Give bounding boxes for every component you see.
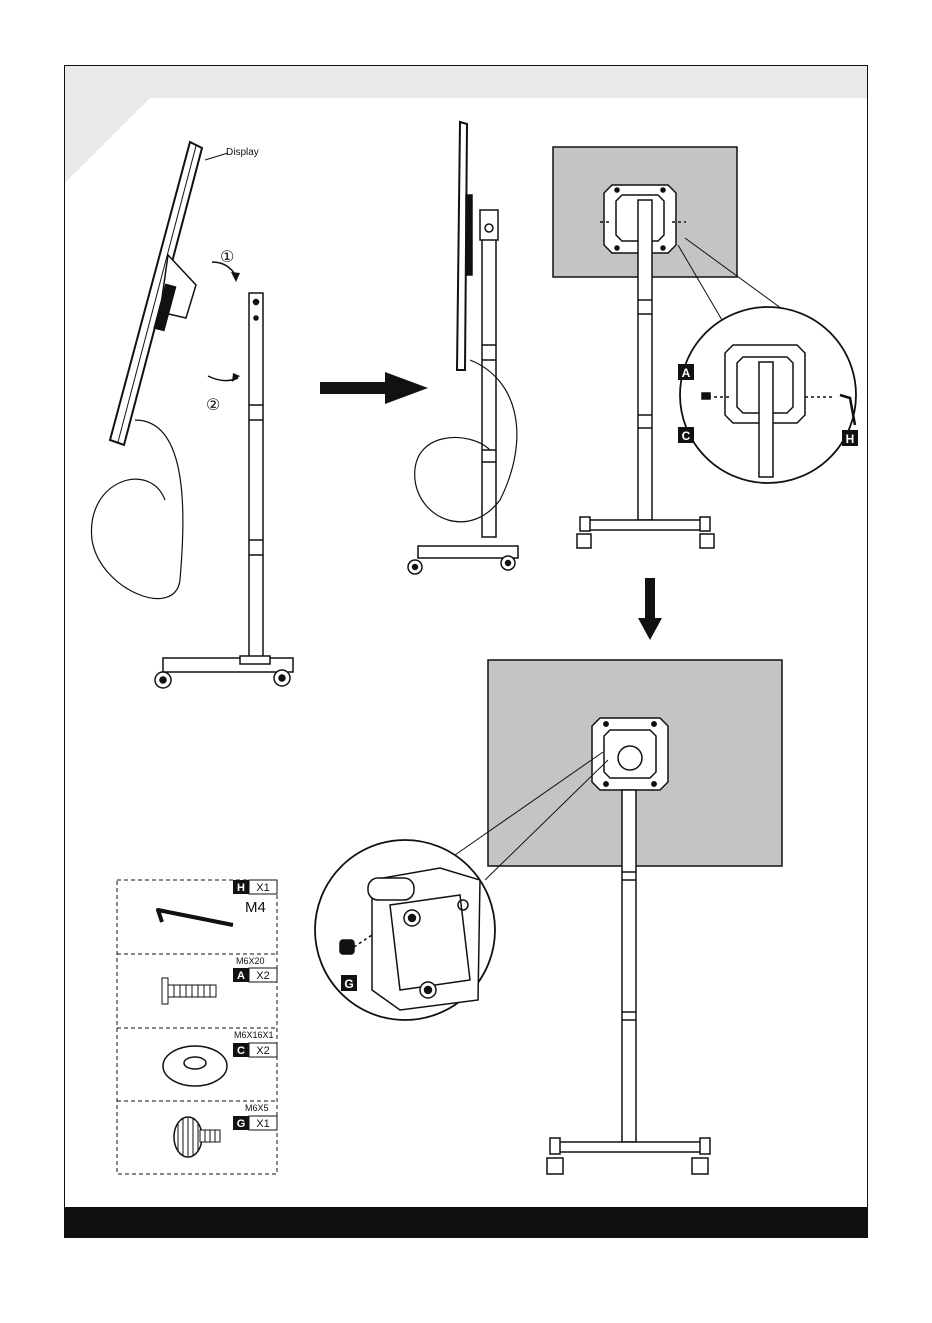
parts-list: H X1 M4 M6X20 A X2 M6X16X1 C [117,880,277,1174]
svg-text:X1: X1 [256,882,269,894]
stand-base-step2-front [585,520,705,530]
stand-base-step1 [163,658,293,672]
next-step-arrow-down [638,578,662,640]
svg-text:A: A [237,970,245,982]
washer-icon [163,1046,227,1086]
stand-pole-step3 [622,790,636,1142]
svg-text:G: G [237,1118,246,1130]
svg-text:H: H [846,432,855,446]
step2-side-group [408,122,518,574]
stand-base-step3 [555,1142,705,1152]
step1-group [91,142,293,688]
stand-pole-step1 [249,293,263,658]
part-row-A: M6X20 A X2 [162,956,277,1004]
callout-G-step3: G [341,975,357,991]
svg-text:M6X16X1: M6X16X1 [234,1030,274,1040]
svg-text:X2: X2 [256,1045,269,1057]
callout-A-step2: A [678,364,694,380]
svg-text:C: C [682,429,691,443]
callout-H-step2: H [842,430,858,446]
hex-key-icon [158,910,233,925]
arrow-1-label: ① [220,249,234,266]
svg-text:X2: X2 [256,970,269,982]
part-row-H: H X1 M4 [158,880,277,925]
next-step-arrow-right [320,372,428,404]
corner-fold [65,98,150,183]
svg-text:C: C [237,1045,245,1057]
bolt-icon [162,978,216,1004]
display-label: Display [226,147,259,158]
svg-text:X1: X1 [256,1118,269,1130]
part-H-note: M4 [245,899,266,916]
svg-text:M6X20: M6X20 [236,956,265,966]
part-row-C: M6X16X1 C X2 [163,1030,277,1086]
step3-group [315,660,782,1174]
stand-base-step2 [418,546,518,558]
arrow-2-label: ② [206,397,220,414]
display-cable-side [415,360,517,522]
step2-front-group [553,147,856,548]
svg-text:H: H [237,882,245,894]
callout-C-step2: C [678,427,694,443]
part-row-G: M6X5 G X1 [174,1103,277,1157]
thumb-screw-icon [174,1117,220,1157]
svg-text:G: G [344,977,353,991]
stand-pole-step2-front [638,200,652,520]
svg-text:A: A [682,366,691,380]
svg-text:M6X5: M6X5 [245,1103,269,1113]
display-cable [91,420,182,599]
